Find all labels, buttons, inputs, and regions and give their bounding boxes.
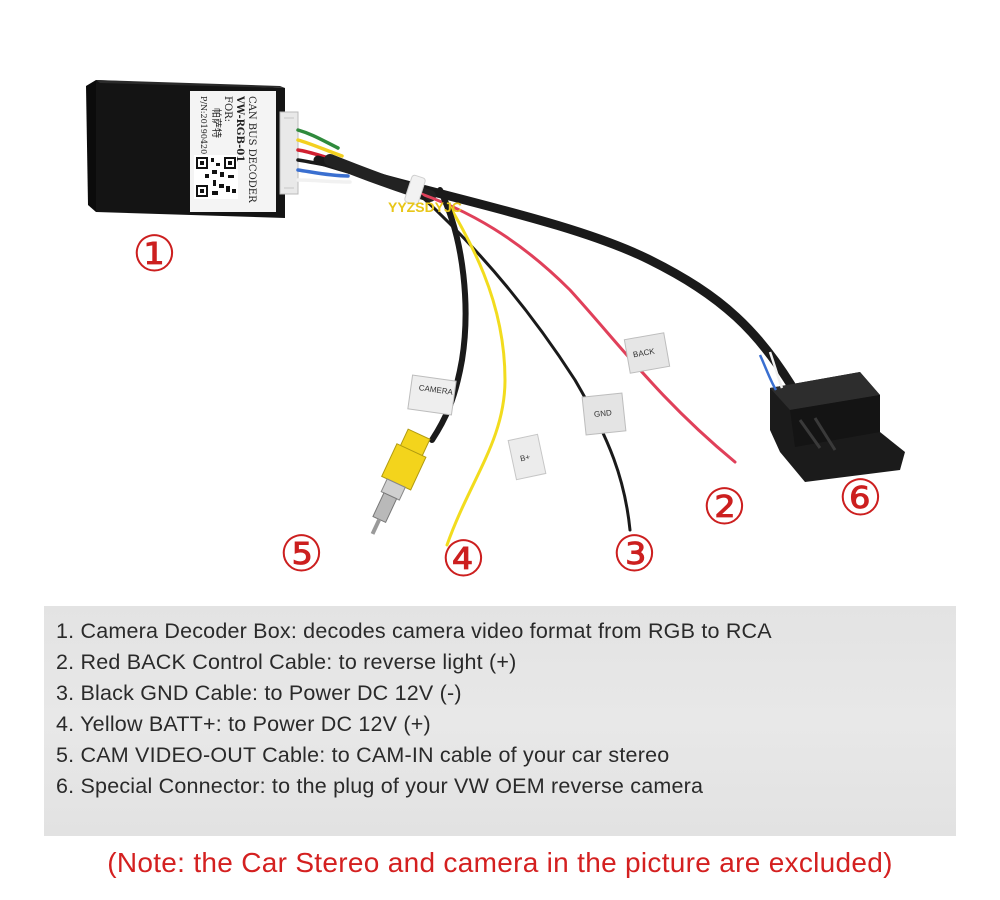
- caption-list: 1. Camera Decoder Box: decodes camera vi…: [56, 616, 772, 802]
- watermark: YYZSDYJC: [388, 199, 462, 215]
- decoder-box: CAN BUS DECODER VW-RGB-01 FOR: 帕萨特 P/N:2…: [86, 80, 299, 218]
- decoder-connector: [279, 111, 299, 195]
- decoder-label-line-5: P/N:20190420: [199, 96, 208, 154]
- special-connector: [758, 351, 905, 482]
- caption-item-4: 4. Yellow BATT+: to Power DC 12V (+): [56, 712, 431, 736]
- caption-item-5: 5. CAM VIDEO-OUT Cable: to CAM-IN cable …: [56, 743, 670, 767]
- black-gnd-wire: [418, 193, 632, 532]
- short-leads: [296, 128, 352, 184]
- batt-tag-label: B+: [519, 452, 531, 463]
- label-5: ⑤: [279, 525, 324, 583]
- label-2: ②: [702, 478, 747, 536]
- wire-tag-gnd: GND: [581, 392, 627, 436]
- back-tag-label: BACK: [632, 347, 656, 360]
- label-4: ④: [441, 530, 486, 588]
- label-6: ⑥: [838, 469, 883, 527]
- red-back-wire: [408, 188, 737, 464]
- photo-illustration: CAN BUS DECODER VW-RGB-01 FOR: 帕萨特 P/N:2…: [86, 80, 905, 588]
- yellow-batt-wire: [438, 188, 507, 547]
- exclusion-note: (Note: the Car Stereo and camera in the …: [107, 847, 893, 878]
- rca-plug: [370, 428, 431, 535]
- decoder-label-line-3: FOR:: [222, 96, 233, 122]
- decoder-label-line-2: VW-RGB-01: [234, 95, 245, 162]
- caption-item-1: 1. Camera Decoder Box: decodes camera vi…: [56, 619, 772, 643]
- caption-panel: 1. Camera Decoder Box: decodes camera vi…: [44, 606, 956, 836]
- caption-item-6: 6. Special Connector: to the plug of you…: [56, 774, 704, 798]
- gnd-tag-label: GND: [594, 408, 613, 419]
- zip-tie: [404, 174, 426, 206]
- wire-tag-batt: B+: [507, 433, 547, 481]
- label-1: ①: [132, 225, 177, 283]
- caption-item-3: 3. Black GND Cable: to Power DC 12V (-): [56, 681, 462, 705]
- caption-item-2: 2. Red BACK Control Cable: to reverse li…: [56, 650, 517, 674]
- wire-tag-back: BACK: [623, 332, 671, 374]
- product-photo: CAN BUS DECODER VW-RGB-01 FOR: 帕萨特 P/N:2…: [86, 80, 905, 588]
- label-3: ③: [612, 525, 657, 583]
- qr-code-icon: [194, 155, 238, 199]
- decoder-label-line-1: CAN BUS DECODER: [246, 96, 257, 203]
- camera-video-cable: [429, 187, 469, 443]
- decoder-label-line-4: 帕萨特: [210, 108, 223, 138]
- wire-tag-camera: CAMERA: [407, 374, 457, 416]
